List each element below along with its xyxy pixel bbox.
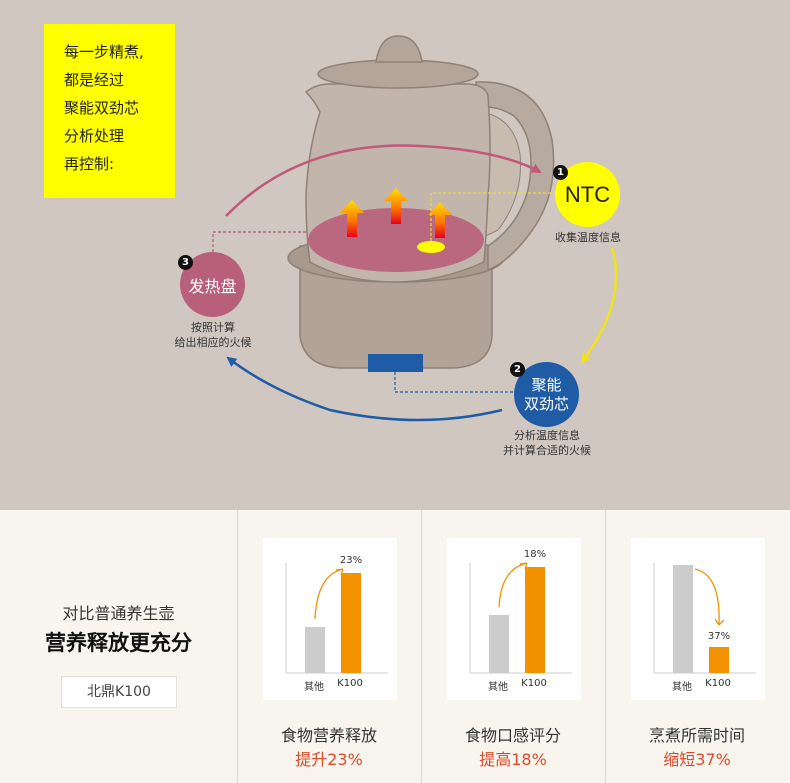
metric-title: 食物营养释放 — [280, 726, 377, 745]
note-line: 聚能双劲芯 — [64, 99, 140, 117]
bar-other — [673, 565, 693, 673]
ntc-label: NTC — [564, 181, 611, 207]
x-tick-label: 其他 — [488, 682, 508, 693]
x-tick-label: K100 — [705, 678, 731, 689]
bar-other — [489, 615, 509, 673]
heat-description: 按照计算 给出相应的火候 — [174, 321, 252, 349]
bar-k100 — [709, 647, 729, 673]
bar-chart — [285, 563, 388, 674]
trend-arrow — [694, 568, 725, 626]
trend-arrow — [498, 562, 528, 608]
arrow-chip-to-heat — [226, 356, 503, 422]
step-badge-2: 2 — [510, 362, 525, 377]
chart-card: 23% 其他 K100 — [263, 538, 397, 700]
intro-note: 每一步精煮, 都是经过 聚能双劲芯 分析处理 再控制: — [44, 24, 175, 198]
divider — [605, 510, 606, 783]
metric-result: 提升23% — [295, 750, 363, 769]
x-tick-label: 其他 — [304, 682, 324, 693]
step-badge-3: 3 — [178, 255, 193, 270]
bar-k100 — [341, 573, 361, 673]
ntc-description: 收集温度信息 — [555, 231, 621, 244]
divider — [421, 510, 422, 783]
comparison-subtitle: 对比普通养生壶 — [62, 604, 175, 623]
chip-dashed-line — [394, 372, 514, 393]
chart-card: 18% 其他 K100 — [447, 538, 581, 700]
comparison-section: 对比普通养生壶 营养释放更充分 北鼎K100 23% 其他 K100 食物营养释… — [0, 510, 790, 783]
heating-plate-node: 发热盘 — [180, 252, 245, 317]
step-badge-1: 1 — [553, 165, 568, 180]
x-tick-label: K100 — [337, 678, 363, 689]
model-tag: 北鼎K100 — [61, 676, 177, 708]
heating-diagram: 每一步精煮, 都是经过 聚能双劲芯 分析处理 再控制: NTC 1 收集温度信息… — [0, 0, 790, 510]
metric-title: 烹煮所需时间 — [648, 726, 745, 745]
metric-result: 提高18% — [479, 750, 547, 769]
arrow-heat-to-ntc — [225, 144, 542, 217]
heat-dashed-line — [212, 231, 308, 252]
control-panel — [368, 354, 423, 372]
note-line: 都是经过 — [64, 71, 125, 89]
chip-label-line: 聚能 — [531, 375, 562, 394]
ntc-sensor-dot — [417, 241, 445, 253]
chip-label-line: 双劲芯 — [523, 394, 569, 413]
x-tick-label: 其他 — [672, 682, 692, 693]
arrow-ntc-to-chip — [580, 247, 618, 364]
note-line: 再控制: — [64, 155, 115, 173]
note-line: 分析处理 — [64, 127, 125, 145]
note-line: 每一步精煮, — [64, 43, 144, 61]
comparison-title: 营养释放更充分 — [45, 631, 192, 655]
bar-chart — [653, 563, 756, 674]
ntc-dashed-line — [430, 192, 556, 246]
chip-node: 聚能 双劲芯 — [514, 362, 579, 427]
ntc-node: NTC — [555, 162, 620, 227]
flame-arrows — [340, 188, 452, 238]
bar-other — [305, 627, 325, 673]
heat-label: 发热盘 — [188, 276, 237, 296]
trend-arrow — [314, 568, 344, 620]
annotation-label: 23% — [339, 555, 363, 566]
bar-chart — [469, 562, 572, 674]
divider — [237, 510, 238, 783]
chip-description: 分析温度信息 并计算合适的火候 — [503, 429, 591, 457]
metric-title: 食物口感评分 — [464, 726, 561, 745]
bar-k100 — [525, 567, 545, 673]
annotation-label: 37% — [707, 631, 731, 642]
x-tick-label: K100 — [521, 678, 547, 689]
chart-card: 37% 其他 K100 — [631, 538, 765, 700]
metric-result: 缩短37% — [663, 750, 731, 769]
kettle-illustration — [212, 35, 618, 422]
annotation-label: 18% — [523, 549, 547, 560]
